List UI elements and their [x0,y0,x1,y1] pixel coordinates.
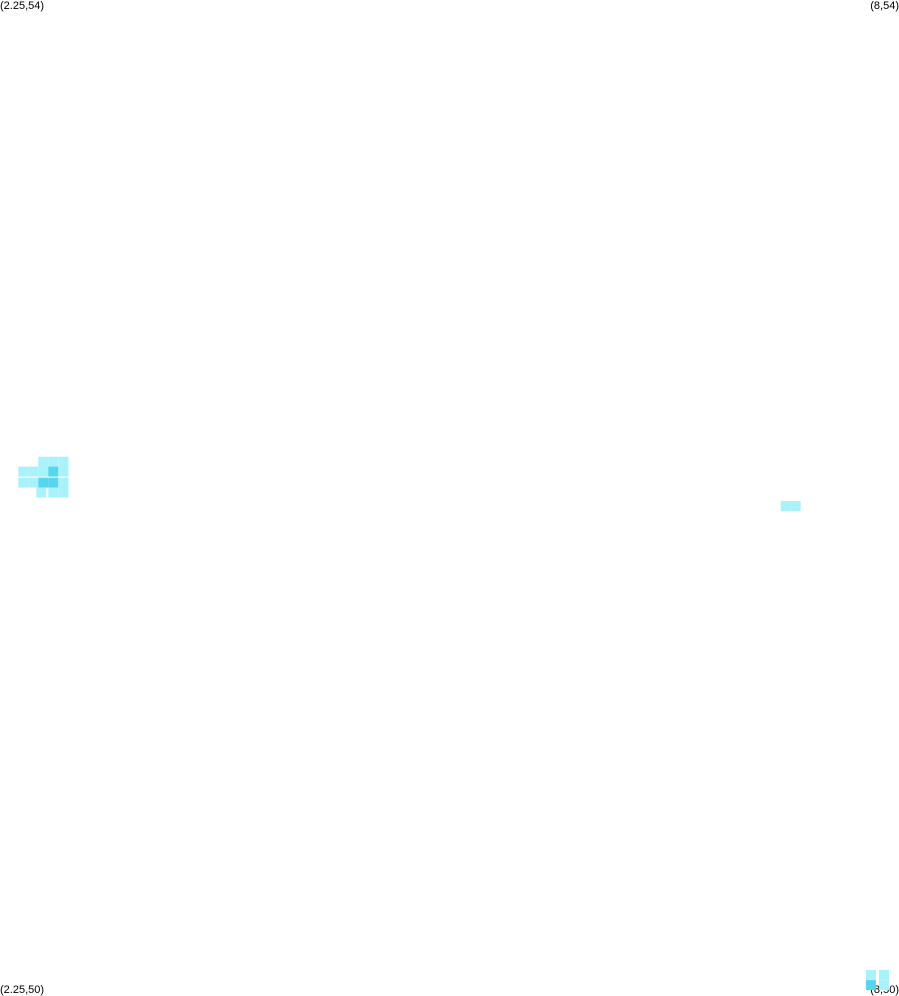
corner-label-bottom-left: (2.25,50) [0,984,45,996]
heatmap-cell [58,477,69,488]
heatmap-cell [58,456,69,467]
heatmap-cell [879,969,889,980]
heatmap-cell [38,477,49,488]
heatmap-cell [38,466,49,477]
heatmap-cell [18,466,29,477]
heatmap-cell [28,466,39,477]
heatmap-cell [879,980,889,991]
heatmap-cell [865,969,876,980]
heatmap-cell [865,980,876,991]
heatmap-cell [780,501,791,511]
heatmap-cell [48,477,59,488]
heatmap-cell [38,456,49,467]
corner-label-top-right: (8,54) [870,0,899,12]
heatmap-cell [790,501,801,511]
heatmap-cell [58,466,69,477]
corner-label-top-left: (2.25,54) [0,0,45,12]
heatmap-cell [58,487,69,498]
heatmap-cell [18,477,29,488]
heatmap-cell [48,456,59,467]
heatmap-cell [28,477,39,488]
heatmap-cell [36,487,47,498]
heatmap-cell [48,487,59,498]
heatmap-cell [48,466,59,477]
